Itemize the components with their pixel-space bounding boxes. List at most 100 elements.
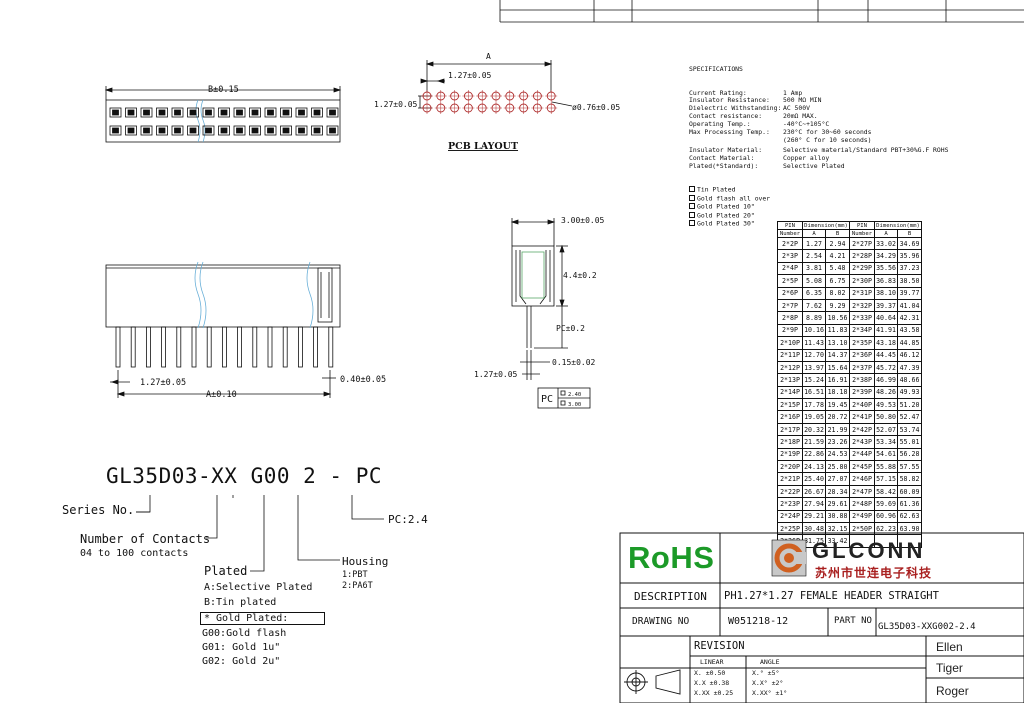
- spec-key: Max Processing Temp.:: [689, 128, 770, 137]
- contact-cell-hole: [236, 109, 243, 116]
- side-a-dim: A±0.10: [206, 390, 237, 400]
- gold-g02: G02: Gold 2u": [202, 656, 281, 667]
- contact-cell: [125, 125, 137, 136]
- contact-cell-hole: [329, 127, 336, 134]
- side-pin: [176, 326, 182, 368]
- contact-cell: [295, 107, 308, 118]
- pcb-a-label: A: [486, 52, 491, 61]
- gold-g00: G00:Gold flash: [202, 628, 287, 639]
- spec-key: Dielectric Withstanding:: [689, 104, 782, 113]
- end-height-dim: 4.4±0.2: [563, 271, 597, 280]
- plated-option-a: A:Selective Plated: [204, 582, 313, 593]
- plated-label: Plated: [204, 564, 248, 578]
- contact-cell: [156, 125, 168, 136]
- drawing-no-value: W051218-12: [728, 616, 789, 627]
- side-pin: [206, 326, 212, 368]
- gold-g01: G01: Gold 1u": [202, 642, 281, 653]
- spec-value: 1 Amp: [783, 88, 803, 97]
- plating-option: Gold Plated 30": [689, 220, 948, 228]
- part-no-label: PART NO: [834, 616, 872, 626]
- spec-key: Contact resistance:: [689, 112, 763, 121]
- projection-symbol-icon: [624, 669, 681, 695]
- contact-cell-hole: [220, 109, 228, 116]
- plating-option: Gold Plated 20": [689, 211, 948, 220]
- angle-label: ANGLE: [760, 658, 780, 666]
- contact-cell: [249, 125, 261, 136]
- contact-cell-hole: [282, 109, 290, 116]
- spec-row: Operating Temp.:-40°C~+105°C: [689, 120, 948, 129]
- tol-linear-3: X.XX ±0.25: [694, 689, 734, 697]
- side-view: [105, 261, 341, 398]
- tol-linear-2: X.X ±0.38: [694, 679, 730, 687]
- gold-plated-label: * Gold Plated:: [200, 612, 326, 625]
- rohs-logo: RoHS: [628, 540, 715, 575]
- contact-cell: [280, 107, 292, 118]
- contact-cell: [249, 107, 261, 118]
- spec-row: Max Processing Temp.:230°C for 30~60 sec…: [689, 128, 948, 137]
- end-pitch-dim: 1.27±0.05: [474, 370, 518, 379]
- approver-tiger: Tiger: [936, 661, 963, 675]
- spec-row: Current Rating: 1 Amp: [689, 88, 948, 98]
- table-cell: 30.88: [825, 509, 850, 524]
- contact-cell: [125, 107, 137, 118]
- pcb-layout: [418, 60, 573, 114]
- housing-option-1: 1:PBT: [342, 570, 368, 580]
- table-cell: 63.90: [897, 521, 922, 536]
- description-value: PH1.27*1.27 FEMALE HEADER STRAIGHT: [724, 590, 939, 602]
- pcb-layout-title: PCB LAYOUT: [448, 141, 518, 152]
- tol-angle-3: X.XX° ±1°: [752, 689, 788, 697]
- linear-label: LINEAR: [700, 658, 724, 666]
- side-pin: [115, 326, 121, 368]
- approver-ellen: Ellen: [936, 640, 963, 654]
- table-cell: 2*27P: [849, 236, 875, 251]
- table-cell: [897, 534, 922, 548]
- contact-cell: [233, 107, 246, 118]
- table-cell: 29.21: [802, 509, 826, 524]
- contact-cell-hole: [313, 127, 321, 134]
- pc-option-300: 3.00: [568, 402, 581, 408]
- contact-cell: [156, 107, 168, 118]
- contact-cell: [218, 125, 230, 136]
- contact-cell-hole: [174, 127, 181, 134]
- plating-option: Tin Plated: [689, 186, 948, 194]
- side-pin: [161, 326, 167, 368]
- spec-row: Insulator Resistance:500 MΩ MIN: [689, 97, 948, 105]
- contact-cell: [109, 125, 122, 136]
- contact-cell: [311, 107, 323, 118]
- table-cell: 2*25P: [777, 521, 803, 536]
- contact-cell-hole: [127, 109, 135, 116]
- top-view: [104, 86, 342, 143]
- contact-cell-hole: [298, 127, 305, 134]
- contact-cell-hole: [143, 127, 150, 134]
- side-pin: [130, 326, 136, 368]
- contact-cell: [311, 125, 323, 136]
- side-pin: [297, 326, 303, 368]
- table-cell: 38.50: [897, 274, 922, 288]
- contact-cell-hole: [251, 127, 259, 134]
- contact-cell: [140, 125, 153, 136]
- side-pin: [313, 326, 319, 368]
- side-pin: [267, 326, 273, 368]
- contact-cell-hole: [282, 127, 290, 134]
- contact-cell-hole: [205, 109, 212, 116]
- spec-key: Insulator Material:: [689, 145, 763, 154]
- contact-cell-hole: [329, 109, 336, 116]
- table-cell: 62.63: [897, 509, 922, 524]
- tol-angle-2: X.X° ±2°: [752, 679, 784, 687]
- pc-label: PC: [541, 394, 553, 405]
- pcb-pitch-v: 1.27±0.05: [374, 100, 418, 109]
- plating-option: Gold flash all over: [689, 194, 948, 203]
- contact-cell-hole: [127, 127, 135, 134]
- spec-key: Current Rating:: [689, 88, 747, 97]
- contact-cell-hole: [205, 127, 212, 134]
- spec-value: 20mΩ MAX.: [783, 112, 818, 121]
- contact-cell: [280, 125, 292, 136]
